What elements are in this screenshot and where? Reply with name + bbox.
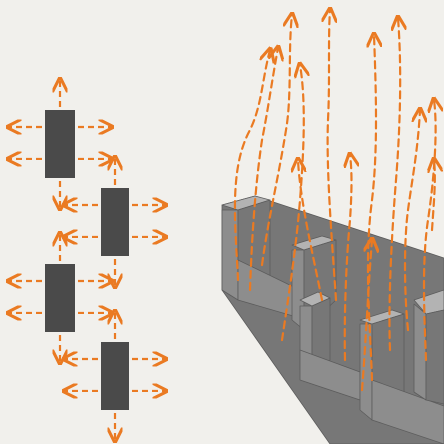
fin-front-left [221, 209, 239, 301]
heatsink-airflow-diagram [221, 10, 444, 444]
airflow-line [368, 35, 376, 382]
fin-side-far [425, 309, 444, 405]
airflow-line [248, 48, 278, 292]
airflow-lines [233, 10, 436, 392]
airflow-line [233, 50, 270, 282]
airflow-line [432, 160, 435, 232]
airflow-line [298, 160, 324, 302]
component-spreading-diagram [9, 80, 165, 440]
component-block [45, 110, 75, 178]
heatsink-body [221, 195, 444, 444]
airflow-line [388, 18, 400, 352]
airflow-line [360, 240, 372, 392]
channel-floor-right [371, 379, 444, 444]
airflow-line [328, 10, 336, 302]
airflow-line [422, 100, 436, 362]
airflow-line [403, 110, 420, 332]
component-block [45, 264, 75, 332]
airflow-line [345, 155, 352, 362]
airflow-line [280, 65, 304, 342]
fin-top-far [413, 289, 444, 315]
component-block [101, 188, 129, 256]
airflow-line [260, 15, 292, 267]
component-block [101, 342, 129, 410]
